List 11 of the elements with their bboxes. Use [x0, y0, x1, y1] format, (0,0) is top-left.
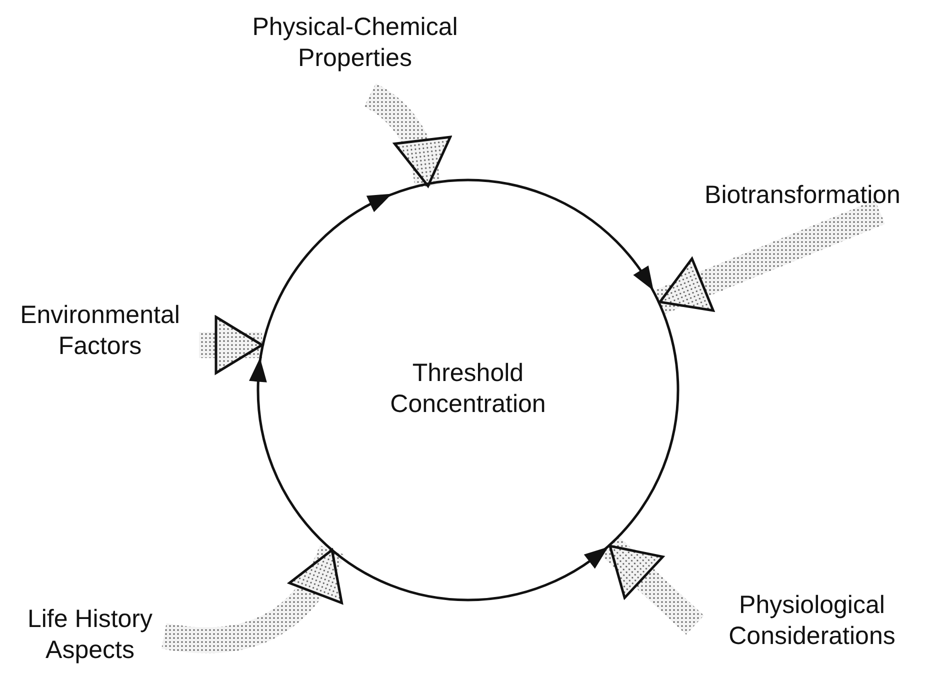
arrow: [601, 536, 704, 635]
node-label: Environmental Factors: [0, 300, 200, 362]
node-label: Physiological Considerations: [712, 590, 912, 652]
node-label: Threshold Concentration: [389, 358, 547, 420]
arrow: [199, 316, 264, 374]
node-label: Life History Aspects: [15, 604, 165, 666]
arrow: [162, 544, 344, 654]
node-label: Biotransformation: [680, 180, 925, 211]
arrow: [655, 200, 885, 314]
arrow: [364, 84, 450, 188]
node-label: Physical-Chemical Properties: [240, 12, 470, 74]
